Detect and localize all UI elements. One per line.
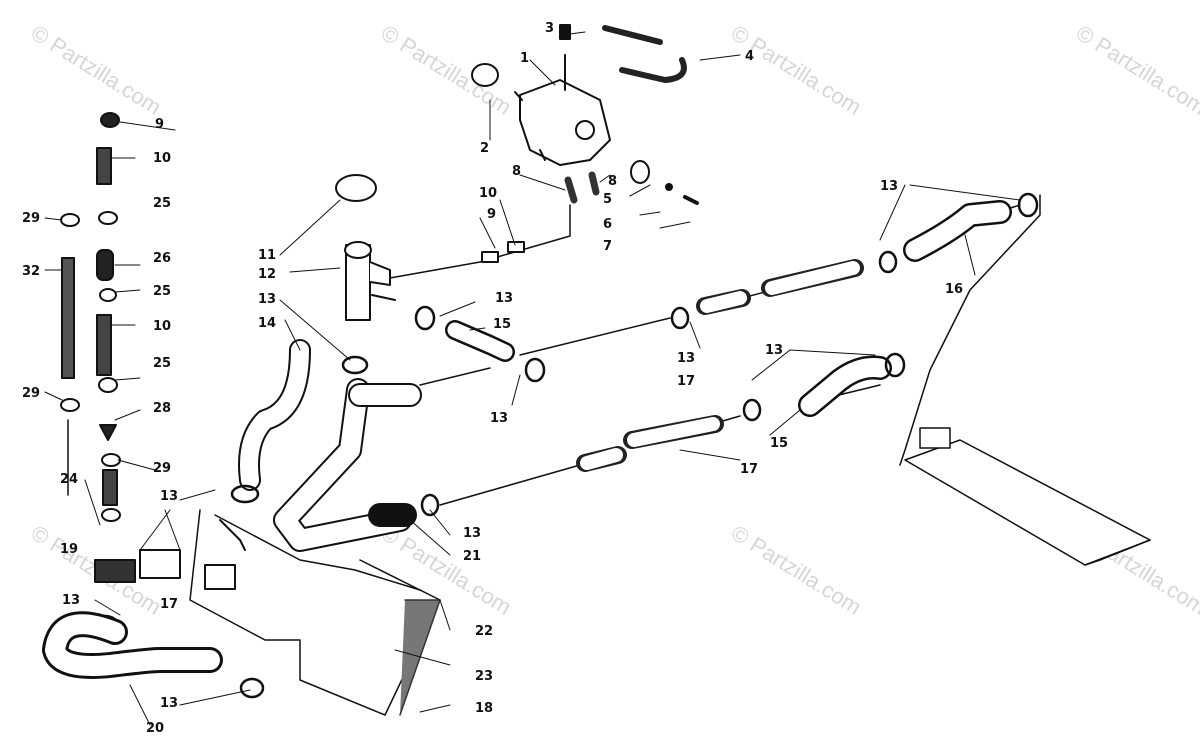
lower-hose (273, 378, 422, 552)
callout-13: 13 (490, 411, 508, 426)
callout-15: 15 (493, 317, 511, 332)
callout-17: 17 (160, 597, 178, 612)
callout-22: 22 (475, 624, 493, 639)
callout-2: 2 (480, 141, 489, 156)
callout-1: 1 (520, 51, 529, 66)
callout-11: 11 (258, 248, 276, 263)
grommet (630, 160, 650, 184)
callout-5: 5 (603, 192, 612, 207)
callout-21: 21 (463, 549, 481, 564)
left-column-parts (60, 112, 121, 522)
leader-lines (44, 31, 1021, 726)
callout-16: 16 (945, 282, 963, 297)
filler-cap (335, 174, 377, 202)
callout-26: 26 (153, 251, 171, 266)
callout-23: 23 (475, 669, 493, 684)
filler-neck (335, 174, 396, 321)
overflow-line (389, 204, 571, 279)
callout-17: 17 (740, 462, 758, 477)
callout-28: 28 (153, 401, 171, 416)
callout-25: 25 (153, 356, 171, 371)
callout-12: 12 (258, 267, 276, 282)
callout-13: 13 (160, 489, 178, 504)
callout-10: 10 (153, 151, 171, 166)
callouts: 1 2 3 4 5 6 7 8 8 9 9 10 10 10 11 12 13 … (22, 21, 963, 736)
callout-13: 13 (880, 179, 898, 194)
callout-8: 8 (512, 164, 521, 179)
callout-20: 20 (146, 721, 164, 736)
rear-heat-exchanger (899, 194, 1151, 566)
hose-clip (507, 241, 525, 253)
fitting (588, 171, 600, 196)
callout-7: 7 (603, 239, 612, 254)
hose-clamps (90, 192, 1039, 699)
callout-24: 24 (60, 472, 78, 487)
callout-10: 10 (153, 319, 171, 334)
callout-29: 29 (22, 211, 40, 226)
callout-10: 10 (479, 186, 497, 201)
callout-29: 29 (22, 386, 40, 401)
callout-25: 25 (153, 196, 171, 211)
callout-13: 13 (677, 351, 695, 366)
callout-13: 13 (765, 343, 783, 358)
callout-13: 13 (258, 292, 276, 307)
main-hose (238, 339, 311, 491)
callout-13: 13 (160, 696, 178, 711)
callout-25: 25 (153, 284, 171, 299)
callout-9: 9 (487, 207, 496, 222)
tank-cap (471, 63, 499, 87)
pump-fittings (94, 519, 246, 590)
callout-6: 6 (603, 217, 612, 232)
callout-13: 13 (463, 526, 481, 541)
callout-14: 14 (258, 316, 276, 331)
fitting (564, 176, 578, 204)
callout-3: 3 (545, 21, 554, 36)
callout-19: 19 (60, 542, 78, 557)
vent-hose (602, 25, 687, 83)
callout-13: 13 (62, 593, 80, 608)
callout-18: 18 (475, 701, 493, 716)
expansion-tank (471, 24, 611, 166)
callout-9: 9 (155, 117, 164, 132)
callout-4: 4 (745, 49, 754, 64)
washer (665, 183, 673, 191)
hose-clip (481, 251, 499, 263)
tank-fitting (559, 24, 571, 40)
callout-29: 29 (153, 461, 171, 476)
callout-15: 15 (770, 436, 788, 451)
screw (683, 195, 699, 205)
callout-13: 13 (495, 291, 513, 306)
callout-17: 17 (677, 374, 695, 389)
callout-32: 32 (22, 264, 40, 279)
callout-8: 8 (608, 174, 617, 189)
